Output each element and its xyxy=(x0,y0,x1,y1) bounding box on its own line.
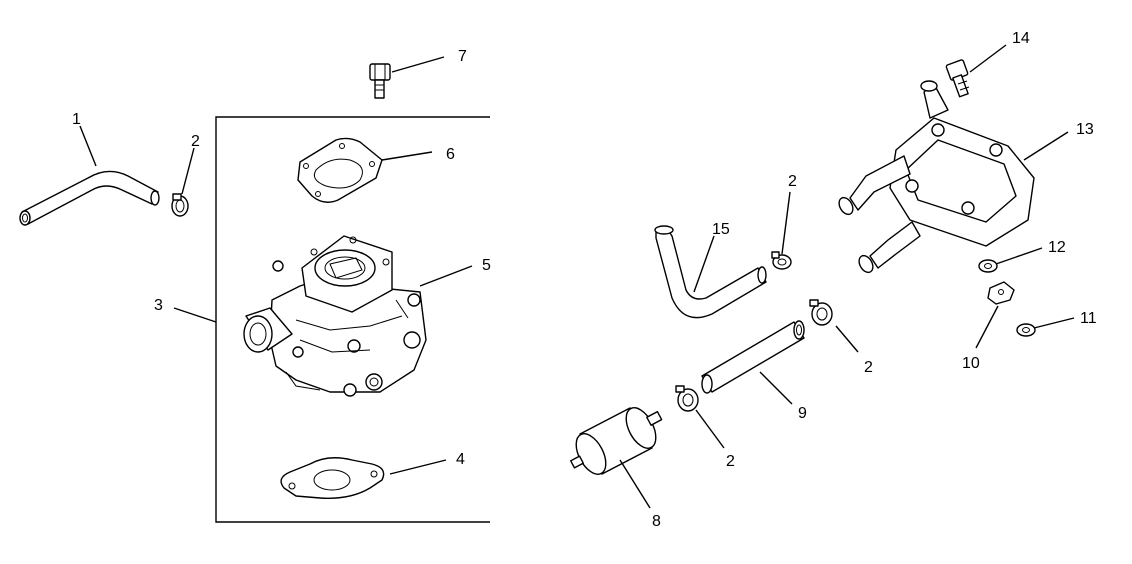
leader-lines xyxy=(79,44,1075,509)
gasket-6 xyxy=(297,137,383,203)
label-1: 1 xyxy=(72,111,81,128)
label-10: 10 xyxy=(962,355,980,372)
washer-11 xyxy=(1016,323,1036,337)
label-3: 3 xyxy=(154,297,163,314)
hose-clamp-2c xyxy=(809,299,833,326)
label-5: 5 xyxy=(482,257,491,274)
bolt-14 xyxy=(945,59,970,98)
label-2d: 2 xyxy=(726,453,735,470)
nut-10 xyxy=(987,281,1015,305)
label-7: 7 xyxy=(458,48,467,65)
label-9: 9 xyxy=(798,405,807,422)
hose-clamp-2b xyxy=(771,251,792,270)
bolt-7 xyxy=(369,63,391,99)
fuel-hose-9 xyxy=(701,320,805,394)
label-8: 8 xyxy=(652,513,661,530)
label-4: 4 xyxy=(456,451,465,468)
fuel-hose-1 xyxy=(19,170,160,226)
carburetor-5 xyxy=(243,235,427,397)
fuel-pump-13 xyxy=(838,80,1035,274)
label-15: 15 xyxy=(712,221,730,238)
label-2b: 2 xyxy=(788,173,797,190)
label-13: 13 xyxy=(1076,121,1094,138)
hose-clamp-2a xyxy=(171,193,189,217)
label-14: 14 xyxy=(1012,30,1030,47)
label-2c: 2 xyxy=(864,359,873,376)
gasket-4 xyxy=(280,457,385,499)
washer-12 xyxy=(978,259,998,273)
label-2a: 2 xyxy=(191,133,200,150)
hose-clamp-2d xyxy=(675,385,699,412)
fuel-hose-15 xyxy=(654,225,767,319)
label-12: 12 xyxy=(1048,239,1066,256)
group-bracket xyxy=(215,116,490,523)
label-6: 6 xyxy=(446,146,455,163)
fuel-filter-8 xyxy=(570,407,663,475)
label-11: 11 xyxy=(1080,310,1097,327)
